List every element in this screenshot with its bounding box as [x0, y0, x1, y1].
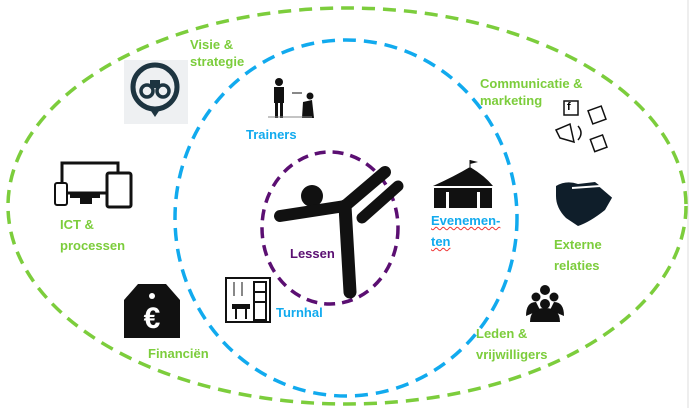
trainers-icon [268, 78, 314, 118]
label-communicatie-marketing: Communicatie &marketing [480, 76, 583, 108]
gymnast-icon [274, 166, 404, 299]
label-turnhal: Turnhal [276, 305, 323, 320]
social-media-icon [554, 100, 608, 153]
label-evenementen: Evenemen-ten [431, 213, 501, 249]
label-financien: Financiën [148, 346, 209, 361]
people-icon [526, 285, 564, 322]
label-lessen: Lessen [290, 246, 335, 261]
binoculars-icon [124, 60, 188, 124]
outer-ring [6, 6, 688, 406]
label-ict-processen: ICT &processen [60, 217, 126, 253]
handshake-icon [556, 182, 615, 226]
facebook-icon: f [567, 101, 571, 113]
inner-ring [260, 150, 400, 306]
middle-ring [173, 38, 519, 398]
euro-symbol: € [143, 302, 161, 335]
label-leden-vrijwilligers: Leden &vrijwilligers [476, 326, 548, 362]
gym-hall-icon [225, 277, 271, 323]
devices-icon [54, 161, 133, 209]
label-trainers: Trainers [246, 127, 297, 142]
tent-icon [433, 160, 493, 208]
euro-tag-icon [124, 284, 180, 338]
label-visie-strategie: Visie &strategie [190, 37, 245, 69]
